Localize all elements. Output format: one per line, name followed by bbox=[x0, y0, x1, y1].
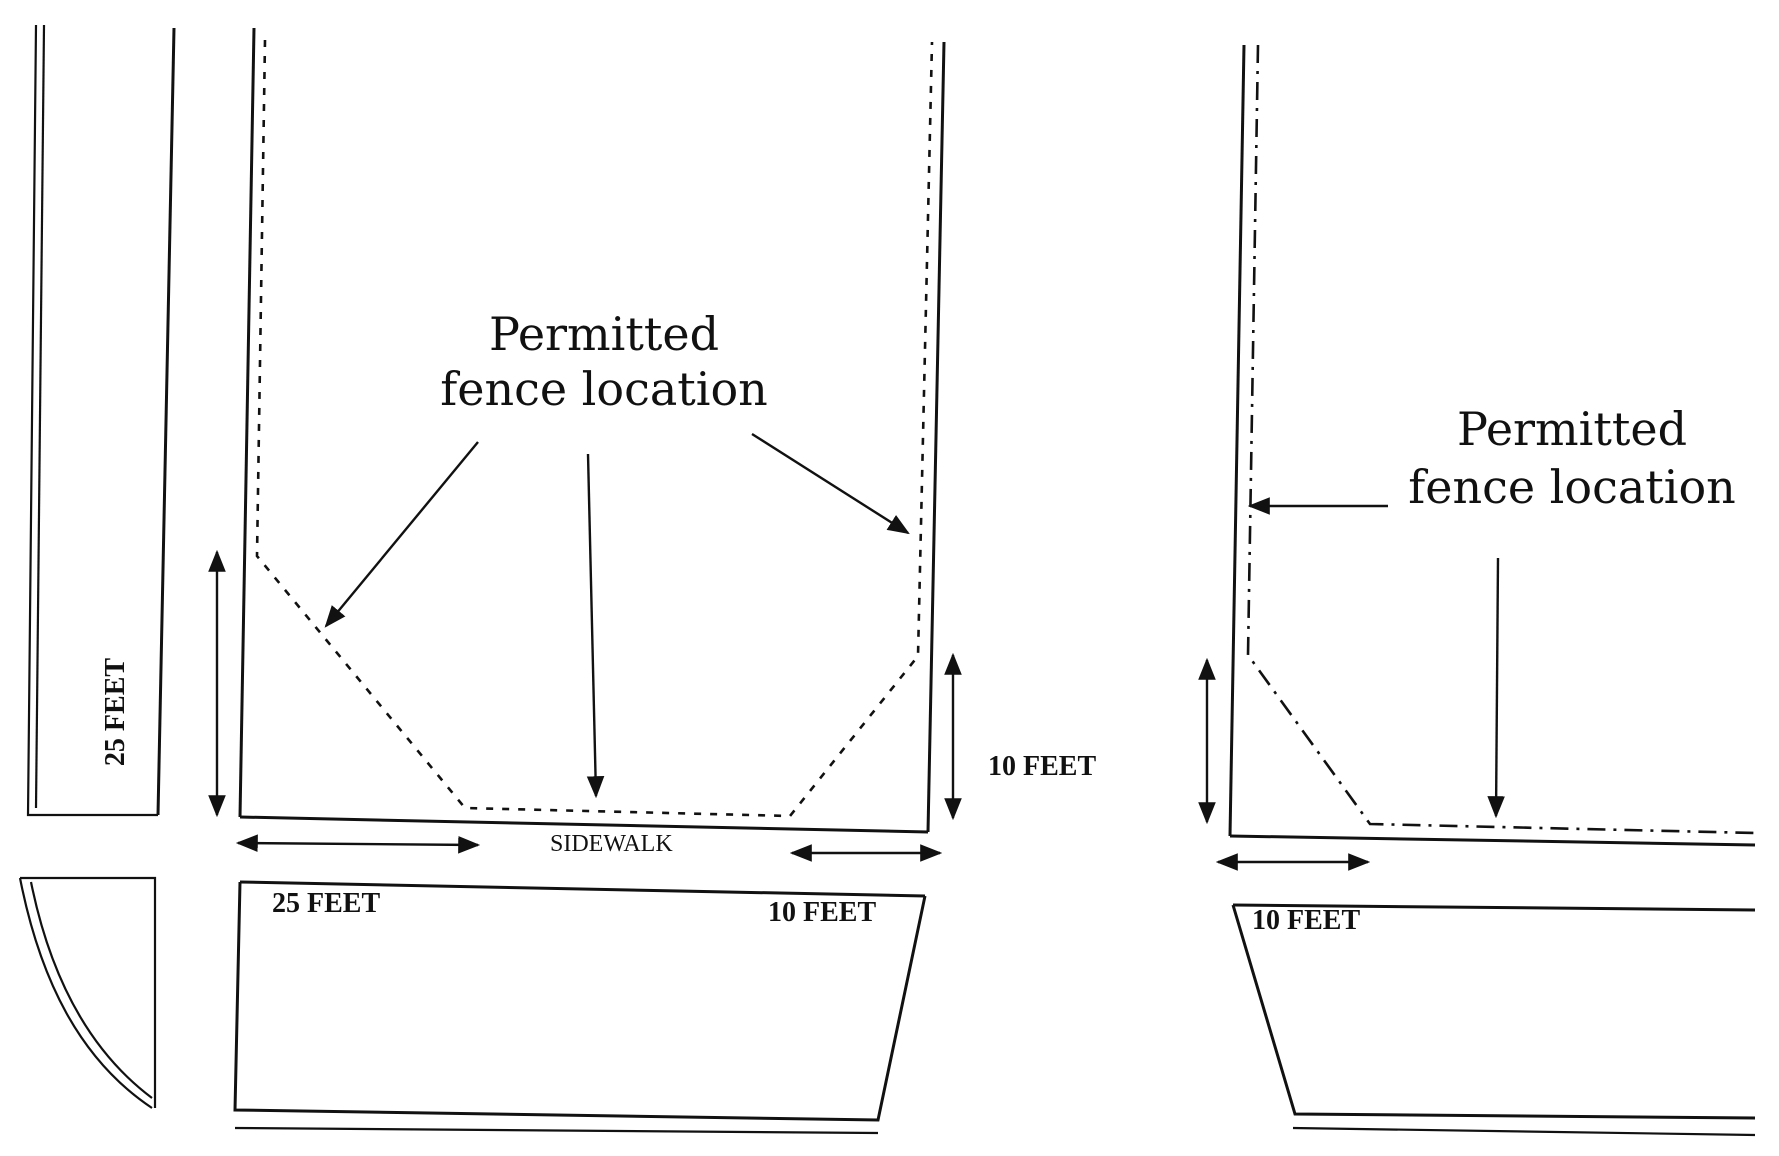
right-callout-line1: Permitted bbox=[1457, 402, 1687, 456]
right-lot-lines bbox=[1228, 44, 1756, 912]
dim-label-horizontal-left: 25 FEET bbox=[272, 888, 380, 919]
dimension-arrows bbox=[208, 549, 1371, 871]
fence-right-lot bbox=[1246, 44, 1756, 835]
right-callout-line2: fence location bbox=[1408, 460, 1736, 514]
dim-arrow-horizontal-left bbox=[235, 834, 481, 854]
far-left-lot bbox=[26, 24, 176, 817]
dim-label-horizontal-right: 10 FEET bbox=[1252, 905, 1360, 936]
left-callout-line2: fence location bbox=[440, 362, 768, 416]
dim-label-vertical-left: 25 FEET bbox=[100, 658, 131, 766]
far-left-curb-corner bbox=[18, 876, 157, 1109]
street-lines bbox=[233, 880, 1756, 1137]
dim-label-vertical-middle: 10 FEET bbox=[988, 751, 1096, 782]
right-callout-arrows bbox=[1247, 497, 1505, 819]
left-callout-line1: Permitted bbox=[489, 307, 719, 361]
dim-label-horizontal-middle: 10 FEET bbox=[768, 897, 876, 928]
fence-middle-lot bbox=[255, 39, 934, 818]
sidewalk-label: SIDEWALK bbox=[550, 831, 673, 857]
middle-lot-lines bbox=[238, 27, 946, 834]
left-callout-arrows bbox=[324, 432, 910, 799]
